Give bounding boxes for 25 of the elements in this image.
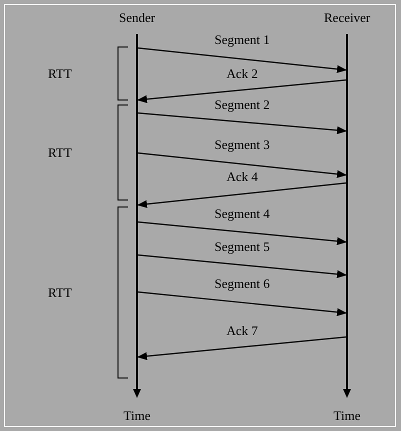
- lifeline-header: Sender: [119, 10, 155, 25]
- edge-label: Segment 3: [214, 137, 270, 152]
- message-arrow: [138, 254, 347, 278]
- message-arrow: [138, 152, 347, 178]
- lifeline-header: Receiver: [324, 10, 370, 25]
- edge-label: Segment 2: [214, 97, 270, 112]
- interval-label: RTT: [48, 66, 72, 81]
- interval-label: RTT: [48, 145, 72, 160]
- edge-label: Ack 4: [226, 169, 258, 184]
- edge-label: Segment 1: [214, 32, 270, 47]
- axis-label: Time: [124, 408, 150, 423]
- edge-label: Segment 4: [214, 206, 270, 221]
- message-arrow: [137, 182, 346, 208]
- message-arrow: [138, 291, 347, 316]
- message-arrow: [137, 79, 346, 104]
- edge-label: Ack 2: [226, 66, 258, 81]
- message-arrow: [138, 112, 347, 134]
- edge-label: Segment 5: [214, 239, 270, 254]
- message-arrow: [138, 221, 347, 246]
- interval-label: RTT: [48, 285, 72, 300]
- message-arrow: [137, 336, 346, 360]
- edge-label: Segment 6: [214, 276, 270, 291]
- axis-label: Time: [334, 408, 360, 423]
- message-arrow: [138, 47, 347, 74]
- edge-label: Ack 7: [226, 323, 258, 338]
